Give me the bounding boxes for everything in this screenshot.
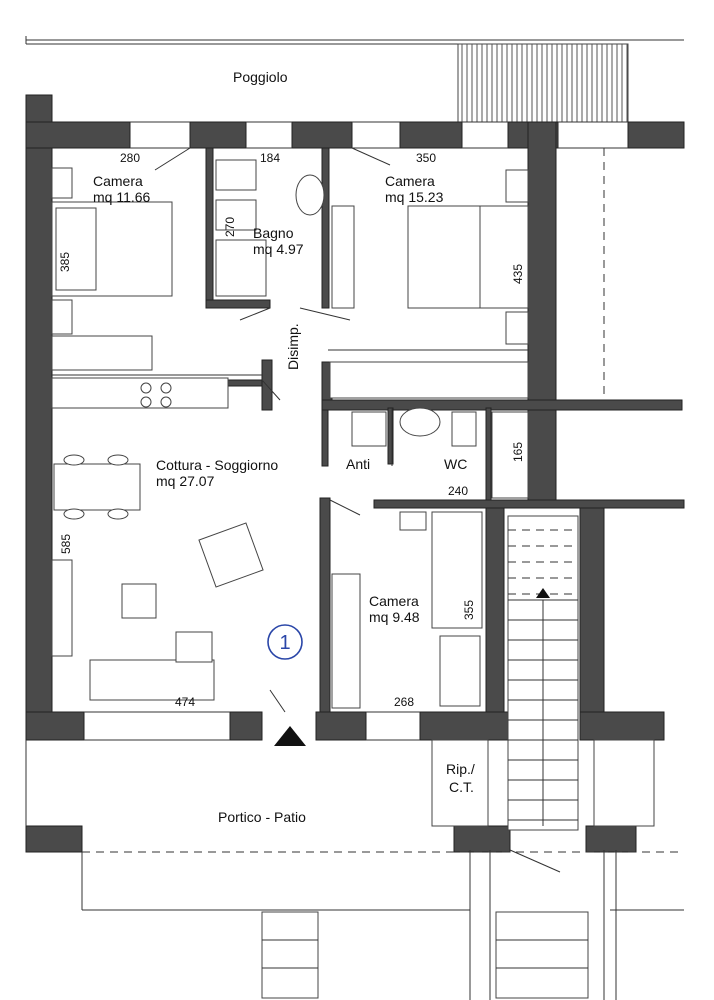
label-rip-line1: Rip./ — [446, 761, 475, 777]
room-labels: Poggiolo Camera mq 11.66 Bagno mq 4.97 C… — [93, 69, 475, 825]
label-camera3-area: mq 9.48 — [369, 609, 420, 625]
dim-270: 270 — [223, 217, 237, 237]
wall-stair-left — [485, 507, 505, 739]
wall-bagno-right — [321, 147, 330, 309]
label-bagno-area: mq 4.97 — [253, 241, 304, 257]
wall-bottom-5 — [579, 711, 665, 741]
dim-435: 435 — [511, 264, 525, 284]
wall-bagno-left — [205, 147, 214, 309]
wall-top-6 — [627, 121, 685, 149]
walls — [25, 94, 685, 853]
stairs — [507, 515, 579, 831]
wall-mid-h2 — [373, 499, 685, 509]
unit-marker: 1 — [267, 624, 303, 660]
wall-bottom-1 — [25, 711, 85, 741]
label-disimp: Disimp. — [285, 323, 301, 370]
dim-355: 355 — [462, 600, 476, 620]
dim-240: 240 — [448, 484, 468, 498]
openings — [84, 121, 628, 873]
interior-lines — [52, 148, 605, 466]
label-wc: WC — [444, 456, 467, 472]
label-anti: Anti — [346, 456, 370, 472]
column-right — [585, 825, 637, 853]
wall-top-1 — [25, 121, 131, 149]
wall-wc-v — [485, 407, 492, 501]
dim-165: 165 — [511, 442, 525, 462]
wall-top-3 — [291, 121, 353, 149]
dim-268: 268 — [394, 695, 414, 709]
wall-stair-right — [579, 507, 605, 739]
wall-top-2 — [189, 121, 247, 149]
label-camera2-area: mq 15.23 — [385, 189, 444, 205]
dim-350: 350 — [416, 151, 436, 165]
column-left — [25, 825, 83, 853]
furniture — [51, 159, 655, 827]
label-rip-line2: C.T. — [449, 779, 474, 795]
label-cottura-area: mq 27.07 — [156, 473, 215, 489]
label-poggiolo: Poggiolo — [233, 69, 288, 85]
wall-right-col — [527, 121, 557, 501]
entrance-arrow-icon — [274, 726, 306, 746]
wall-left — [25, 94, 53, 741]
wall-bottom-4 — [419, 711, 511, 741]
dim-184: 184 — [260, 151, 280, 165]
label-camera1-area: mq 11.66 — [93, 189, 151, 205]
column-mid — [453, 825, 511, 853]
dim-280: 280 — [120, 151, 140, 165]
wall-anti-v2 — [387, 407, 394, 465]
wall-anti-v — [321, 409, 329, 467]
dim-474: 474 — [175, 695, 195, 709]
balcony-grille — [457, 43, 629, 123]
label-camera3-name: Camera — [369, 593, 419, 609]
wall-top-4 — [399, 121, 463, 149]
balcony-outline — [25, 36, 684, 45]
dim-385: 385 — [58, 252, 72, 272]
label-portico: Portico - Patio — [218, 809, 306, 825]
wall-kitchen-stub — [225, 379, 263, 387]
dimension-labels: 280 184 350 385 270 435 165 240 585 355 … — [58, 151, 525, 709]
portico-outline — [25, 740, 684, 1000]
wall-bottom-3 — [315, 711, 367, 741]
wall-bagno-bottom — [205, 299, 271, 309]
label-bagno-name: Bagno — [253, 225, 294, 241]
label-cottura-name: Cottura - Soggiorno — [156, 457, 278, 473]
label-camera1-name: Camera — [93, 173, 143, 189]
wall-camera3-left — [319, 497, 331, 739]
dim-585: 585 — [59, 534, 73, 554]
wall-mid-h1 — [321, 399, 683, 411]
label-camera2-name: Camera — [385, 173, 435, 189]
wall-bottom-2 — [229, 711, 263, 741]
unit-number: 1 — [279, 632, 290, 654]
